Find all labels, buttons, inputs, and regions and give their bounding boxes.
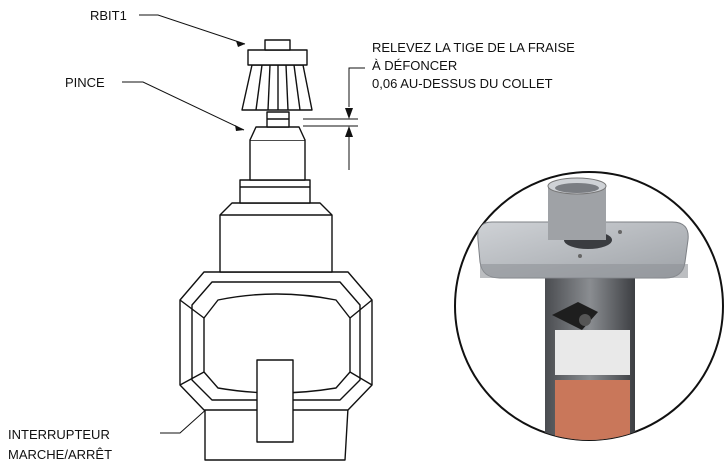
collet-housing [249,139,306,181]
router-bit [241,64,313,111]
upper-body [219,202,333,273]
instruction-line-3: 0,06 AU-DESSUS DU COLLET [372,76,553,91]
router-neck [239,179,311,204]
router-photo [454,171,724,441]
rbit-leader [139,14,246,45]
collet-nut [249,126,306,141]
motor-housing [179,271,373,411]
switch-label-line-2: MARCHE/ARRÊT [8,447,112,462]
router-drawing [179,39,373,461]
rbit-label: RBIT1 [90,8,127,23]
pince-leader [122,81,245,131]
on-off-switch [256,359,294,443]
instruction-line-2: À DÉFONCER [372,58,457,73]
dimension-leader [348,67,365,107]
switch-label-line-1: INTERRUPTEUR [8,427,110,442]
pince-label: PINCE [65,75,105,90]
instruction-line-1: RELEVEZ LA TIGE DE LA FRAISE [372,40,575,55]
